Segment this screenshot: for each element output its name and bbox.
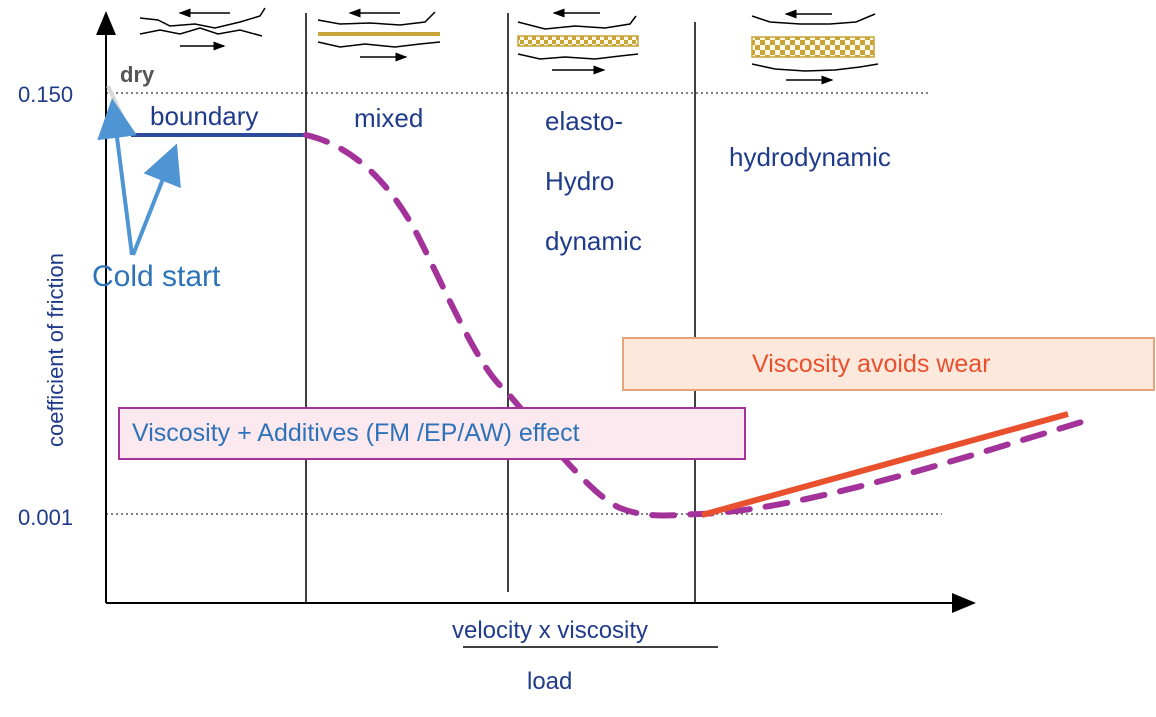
regime-label-hydrodynamic: hydrodynamic (729, 142, 891, 172)
cold-start-arrow-right (131, 143, 181, 256)
surface-sketch-icon-boundary (139, 7, 266, 51)
stribeck-dashed-curve (303, 132, 1088, 519)
regime-label-ehd-2: Hydro (545, 166, 615, 196)
regime-label-mixed: mixed (354, 103, 424, 133)
surface-sketch-icon-ehd (517, 8, 639, 75)
surface-sketch-icon-mixed (317, 8, 441, 62)
regime-label-dry: dry (120, 62, 155, 87)
viscosity-wear-box: Viscosity avoids wear (622, 337, 1155, 391)
additives-effect-label: Viscosity + Additives (FM /EP/AW) effect (132, 419, 580, 447)
y-tick-0150: 0.150 (18, 82, 74, 107)
cold-start-arrow-up (97, 98, 137, 256)
y-axis-label: coefficient of friction (43, 252, 68, 447)
viscosity-wear-label: Viscosity avoids wear (752, 350, 991, 378)
cold-start-label: Cold start (92, 260, 221, 293)
x-axis-label-denominator: load (527, 668, 573, 695)
regime-label-boundary: boundary (150, 101, 259, 131)
regime-label-ehd-3: dynamic (545, 226, 642, 256)
y-tick-0001: 0.001 (18, 505, 74, 530)
x-axis-label-numerator: velocity x viscosity (452, 617, 649, 644)
additives-effect-box: Viscosity + Additives (FM /EP/AW) effect (118, 407, 746, 460)
surface-sketch-icon-hydrodynamic (751, 9, 879, 85)
viscosity-wear-line (701, 411, 1069, 518)
regime-label-ehd-1: elasto- (545, 106, 624, 136)
